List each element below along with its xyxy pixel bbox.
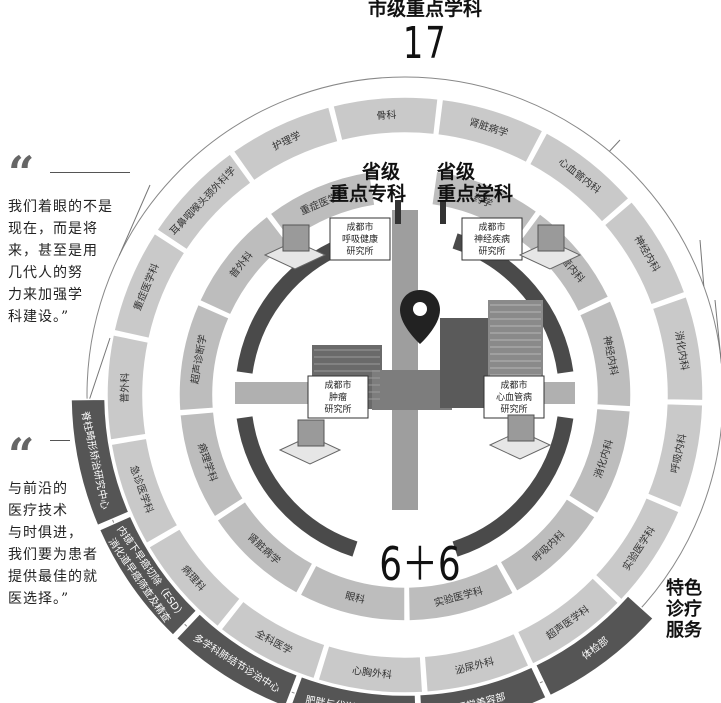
inner-ring-segment xyxy=(567,407,632,515)
outer-ring-segment xyxy=(232,105,339,182)
inner-ring-segment xyxy=(215,500,314,595)
service-ring-segment xyxy=(175,612,299,703)
service-ring-segment xyxy=(534,594,655,697)
outer-ring-segment xyxy=(651,295,704,402)
outer-ring-segment xyxy=(436,98,544,164)
provincial-specialty-title: 省级 xyxy=(361,160,400,183)
quote-2-text: 与前沿的 医疗技术 与时俱进， 我们要为患者 提供最佳的就 医选择。” xyxy=(8,481,98,607)
inner-ring-segment xyxy=(407,562,515,622)
institute-label: 心血管病 xyxy=(496,391,532,403)
provincial-discipline-title: 重点学科 xyxy=(437,182,513,205)
divider-mark xyxy=(395,200,401,224)
inner-ring-segment xyxy=(179,410,245,519)
municipal-key-discipline-title: 市级重点学科 xyxy=(368,0,483,20)
quote-mark-icon: “ xyxy=(8,428,35,482)
outer-ring-segment xyxy=(113,232,186,340)
inner-ring-segment xyxy=(499,497,597,593)
location-pin-dot xyxy=(413,302,427,316)
service-ring-segment xyxy=(290,675,417,703)
outer-ring-segment xyxy=(423,632,530,693)
quote-divider xyxy=(50,172,130,173)
inner-dark-arc xyxy=(236,416,358,557)
callout-line xyxy=(118,184,151,256)
inner-dark-arc xyxy=(452,416,574,557)
institute-label: 成都市 xyxy=(478,221,505,233)
institute-label: 研究所 xyxy=(324,403,351,415)
service-ring-segment xyxy=(418,665,548,703)
service-ring-segment xyxy=(70,398,130,527)
callout-line xyxy=(609,139,621,152)
institute-label: 呼吸健康 xyxy=(342,233,378,245)
provincial-discipline-title: 省级 xyxy=(436,160,475,183)
location-pin-icon xyxy=(400,290,440,344)
institute-building-icon xyxy=(278,419,342,465)
callout-line xyxy=(86,337,111,407)
outer-ring-segment xyxy=(147,527,242,628)
institute-building-icon xyxy=(488,414,552,460)
outer-ring-border xyxy=(86,76,721,703)
quote-mark-icon: “ xyxy=(8,146,35,200)
inner-ring-segment xyxy=(578,299,632,408)
outer-ring-segment xyxy=(331,96,439,142)
quote-1-text: 我们着眼的不是 现在，而是将 来，甚至是用 几代人的努 力来加强学 科建设。” xyxy=(8,199,113,325)
outer-ring-segment xyxy=(646,402,704,509)
callout-line xyxy=(699,239,705,287)
outer-ring-segment xyxy=(317,644,424,694)
provincial-specialty-title: 重点专科 xyxy=(330,182,406,205)
municipal-key-discipline-count: 17 xyxy=(403,18,448,69)
institute-label: 研究所 xyxy=(346,245,373,257)
inner-ring-segment xyxy=(299,564,406,622)
institute-label: 成都市 xyxy=(346,221,373,233)
outer-ring-label: 普外科 xyxy=(118,373,132,403)
cross-bar-vertical xyxy=(392,210,418,510)
institute-label: 研究所 xyxy=(500,403,527,415)
outer-ring-segment xyxy=(594,496,681,601)
outer-ring-segment xyxy=(528,131,631,224)
institute-label: 研究所 xyxy=(478,245,505,257)
special-services-title: 特色 诊疗 服务 xyxy=(666,578,702,641)
callout-line xyxy=(714,299,721,365)
provincial-count: 6＋6 xyxy=(379,538,461,592)
institute-label: 成都市 xyxy=(500,379,527,391)
outer-ring-segment xyxy=(110,437,179,545)
outer-ring-segment xyxy=(106,333,150,441)
institute-building-icon xyxy=(263,224,327,270)
outer-ring-segment xyxy=(155,152,253,251)
inner-ring-segment xyxy=(178,303,231,412)
institute-building-icon xyxy=(518,224,582,270)
outer-ring-segment xyxy=(219,600,327,680)
divider-mark xyxy=(440,200,446,224)
quote-divider xyxy=(50,440,70,441)
outer-ring-segment xyxy=(603,200,686,306)
outer-ring-segment xyxy=(516,576,620,666)
institute-label: 成都市 xyxy=(324,379,351,391)
institute-label: 神经疾病 xyxy=(474,233,510,245)
institute-label: 肿瘤 xyxy=(329,391,347,403)
outer-ring-label: 骨科 xyxy=(376,108,397,122)
service-ring-segment xyxy=(98,515,198,637)
